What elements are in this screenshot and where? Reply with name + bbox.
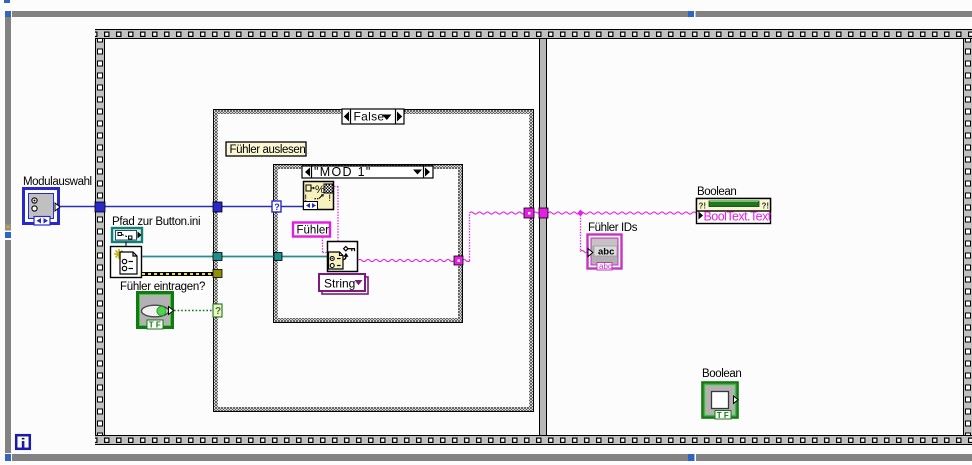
svg-text:?!: ?! [762, 202, 770, 211]
svg-text:!: ! [329, 193, 332, 203]
svg-text:"MOD 1": "MOD 1" [314, 165, 372, 179]
svg-text:Fühler: Fühler [297, 225, 330, 237]
svg-text:String: String [324, 277, 355, 291]
svg-text:BoolText.Text: BoolText.Text [704, 210, 772, 224]
svg-text:abc: abc [598, 247, 614, 258]
svg-text:False: False [354, 110, 385, 124]
svg-text:?!: ?! [699, 202, 707, 211]
svg-text:?: ? [215, 306, 221, 317]
svg-text:?: ? [274, 202, 280, 212]
svg-text:T F: T F [717, 411, 729, 420]
svg-text:T F: T F [149, 321, 161, 330]
svg-text:%: % [315, 184, 325, 196]
svg-text:abc: abc [599, 262, 612, 271]
svg-text:Fühler auslesen: Fühler auslesen [230, 144, 306, 156]
svg-text:Boolean: Boolean [697, 186, 736, 198]
svg-text:Fühler eintragen?: Fühler eintragen? [120, 281, 205, 293]
svg-text:Pfad zur Button.ini: Pfad zur Button.ini [112, 216, 200, 228]
svg-text:Fühler IDs: Fühler IDs [588, 222, 638, 234]
svg-text:!: ! [305, 193, 308, 203]
svg-text:Modulauswahl: Modulauswahl [23, 176, 92, 188]
svg-text:Boolean: Boolean [702, 368, 741, 380]
